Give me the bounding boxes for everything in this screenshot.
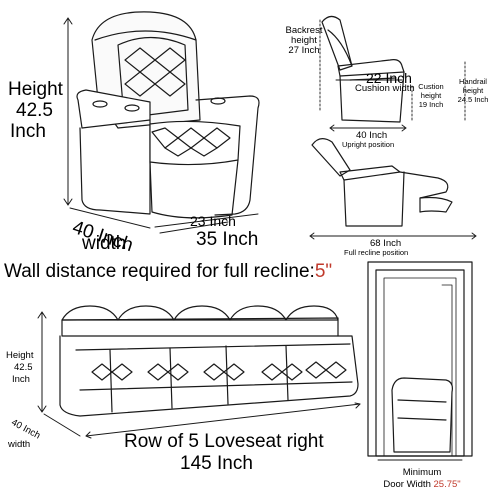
backrest-value: 27 Inch — [288, 45, 320, 56]
cushion-height-sub: height — [420, 91, 442, 100]
row-title: Row of 5 Loveseat right — [124, 431, 324, 452]
door-width-label: Door Width 25.75" — [362, 480, 482, 490]
main-height-value: 42.5 — [16, 100, 53, 121]
door-width-value: 25.75" — [433, 479, 461, 490]
cushion-height-value: 19 Inch — [418, 100, 444, 109]
recline-dimension-line — [309, 232, 477, 240]
side-view-upright-illustration — [321, 15, 405, 123]
door-label-line2: Door Width — [383, 479, 431, 490]
handrail-label: Handrail — [459, 77, 487, 86]
main-recliner-illustration — [76, 11, 260, 219]
row-width-value: 145 Inch — [180, 453, 253, 474]
wall-distance-value: 5" — [314, 261, 333, 282]
cushion-width-value: 22 Inch — [366, 70, 412, 86]
upright-value: 40 Inch — [356, 130, 388, 141]
wall-distance-text: Wall distance required for full recline: — [4, 261, 315, 282]
handrail-value: 24.5 Inch — [457, 95, 489, 104]
door-frame-illustration — [367, 261, 473, 457]
row-height-label: Height — [6, 350, 34, 361]
recline-view-illustration — [311, 138, 453, 227]
row-width-dimension-line — [85, 402, 361, 439]
wall-distance-note: Wall distance required for full recline:… — [4, 262, 332, 281]
door-label-line1: Minimum — [402, 467, 442, 478]
main-width-dimension-lines — [154, 213, 259, 234]
cushion-width-label: Cushion width — [355, 83, 415, 94]
recline-value: 68 Inch — [370, 238, 402, 249]
main-depth-dimension-line — [69, 207, 151, 229]
cushion-height-label: Custion — [418, 82, 444, 91]
row-height-unit: Inch — [12, 374, 30, 385]
main-depth-unit: width — [82, 233, 127, 254]
row-height-value: 42.5 — [14, 362, 33, 373]
main-height-label: Height — [8, 79, 63, 100]
main-height-unit: Inch — [10, 121, 46, 142]
upright-label: Upright position — [342, 140, 395, 149]
row-height-dimension-line — [37, 311, 47, 413]
backrest-label: Backrest — [285, 25, 323, 36]
recline-label: Full recline position — [344, 248, 409, 257]
row-depth-unit: width — [8, 439, 31, 450]
main-seat-width: 23 Inch — [190, 213, 236, 229]
backrest-sub: height — [291, 35, 317, 46]
main-overall-width: 35 Inch — [196, 229, 259, 250]
handrail-sub: height — [462, 86, 484, 95]
side-view-dimension-lines — [319, 19, 466, 132]
row-of-five-illustration — [59, 305, 359, 417]
row-depth-dimension-line — [43, 413, 81, 437]
main-height-dimension-line — [63, 17, 73, 206]
